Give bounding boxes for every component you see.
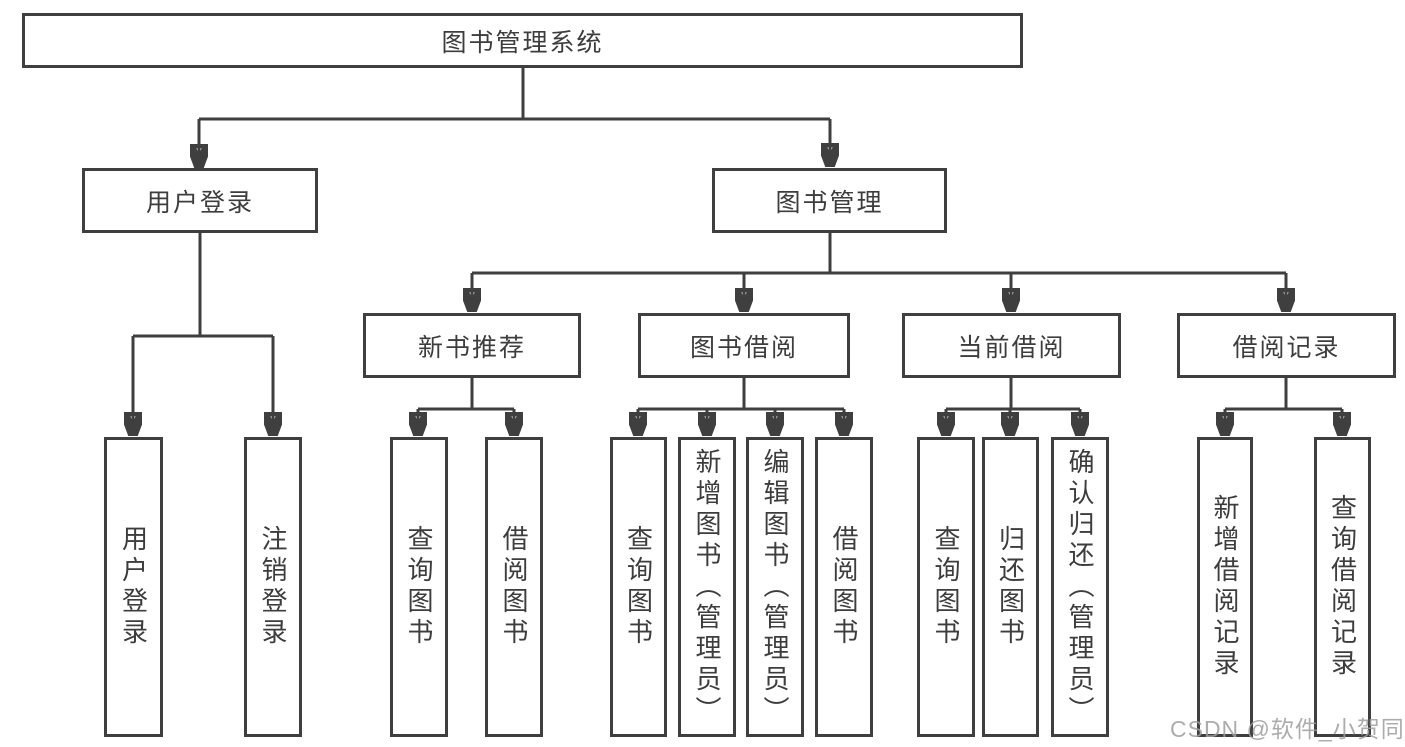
leaf-br-add-record: 新增借阅记录 xyxy=(1197,437,1253,737)
leaf-user-login: 用户登录 xyxy=(104,437,163,737)
node-borrow-records-label: 借阅记录 xyxy=(1232,333,1341,362)
leaf-bb-borrow-book: 借阅图书 xyxy=(815,437,873,737)
trunk-lines xyxy=(133,68,1342,411)
leaf-cb-return-book: 归还图书 xyxy=(982,437,1039,737)
node-new-book-recommend: 新书推荐 xyxy=(363,313,581,378)
node-library-system-label: 图书管理系统 xyxy=(441,28,604,57)
node-new-book-recommend-label: 新书推荐 xyxy=(417,333,526,362)
node-book-mgmt: 图书管理 xyxy=(712,168,947,233)
node-library-system: 图书管理系统 xyxy=(22,13,1023,68)
leaf-logout: 注销登录 xyxy=(244,437,302,737)
node-current-borrow-label: 当前借阅 xyxy=(957,333,1066,362)
node-book-borrow-label: 图书借阅 xyxy=(689,333,798,362)
node-book-borrow: 图书借阅 xyxy=(638,313,850,378)
node-borrow-records: 借阅记录 xyxy=(1177,313,1396,378)
leaf-bb-edit-book-admin: 编辑图书（管理员） xyxy=(746,437,804,737)
node-book-mgmt-label: 图书管理 xyxy=(775,188,884,217)
node-user-login-label: 用户登录 xyxy=(145,188,254,217)
leaf-br-query-record: 查询借阅记录 xyxy=(1314,437,1371,737)
leaf-bb-add-book-admin: 新增图书（管理员） xyxy=(678,437,736,737)
leaf-nb-borrow-book: 借阅图书 xyxy=(485,437,543,737)
node-current-borrow: 当前借阅 xyxy=(902,313,1121,378)
leaf-cb-confirm-return-admin: 确认归还（管理员） xyxy=(1051,437,1109,737)
leaf-nb-query-book: 查询图书 xyxy=(390,437,448,737)
watermark: CSDN @软件_小贺同学 xyxy=(1170,716,1405,742)
leaf-bb-query-book: 查询图书 xyxy=(610,437,667,737)
node-user-login: 用户登录 xyxy=(82,168,318,233)
leaf-cb-query-book: 查询图书 xyxy=(917,437,975,737)
